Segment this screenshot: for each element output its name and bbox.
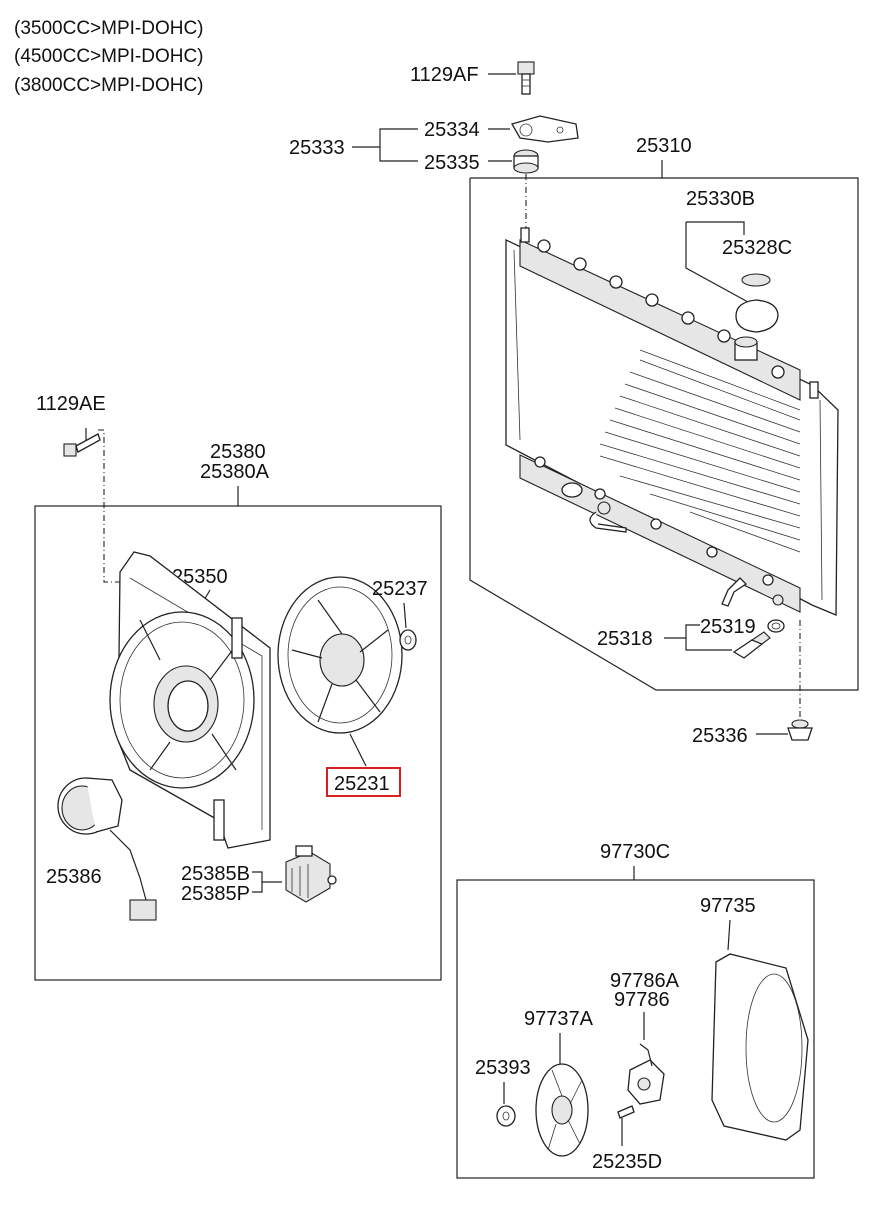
label-25330B[interactable]: 25330B	[686, 188, 755, 210]
aux-fan-group-frame	[456, 879, 815, 1179]
screw-25235D	[617, 1105, 635, 1119]
label-97737A[interactable]: 97737A	[524, 1008, 594, 1030]
bolt-1129AF	[517, 61, 535, 95]
label-25380A[interactable]: 25380A	[200, 461, 270, 483]
label-25310[interactable]: 25310	[636, 135, 692, 157]
radiator-25310	[505, 227, 839, 616]
radiator-group-frame	[469, 177, 859, 691]
aux-shroud-97735	[711, 953, 809, 1141]
label-25385B[interactable]: 25385B	[181, 863, 250, 885]
label-97735[interactable]: 97735	[700, 895, 756, 917]
seal-25328C	[741, 273, 771, 287]
engine-note-2: (4500CC>MPI-DOHC)	[14, 46, 204, 67]
label-25328C[interactable]: 25328C	[722, 237, 792, 259]
highlight-box-25231	[326, 767, 401, 797]
label-25380[interactable]: 25380	[210, 441, 266, 463]
label-97786A[interactable]: 97786A	[610, 970, 680, 992]
grommet-25335	[513, 149, 539, 174]
label-25336[interactable]: 25336	[692, 725, 748, 747]
bracket-25334	[511, 115, 579, 143]
label-25319[interactable]: 25319	[700, 616, 756, 638]
fan-assembly-frame	[34, 505, 442, 981]
aux-motor-97786	[627, 1043, 665, 1105]
label-25235D[interactable]: 25235D	[592, 1151, 662, 1173]
label-97786[interactable]: 97786	[614, 989, 670, 1011]
radiator-cap-25330B	[735, 299, 779, 333]
label-25350[interactable]: 25350	[172, 566, 228, 588]
label-25333[interactable]: 25333	[289, 137, 345, 159]
label-25318[interactable]: 25318	[597, 628, 653, 650]
label-25335[interactable]: 25335	[424, 152, 480, 174]
resistor-25385	[285, 845, 337, 903]
drain-plug-25318	[732, 631, 771, 659]
label-25334[interactable]: 25334	[424, 119, 480, 141]
label-25393[interactable]: 25393	[475, 1057, 531, 1079]
label-25386[interactable]: 25386	[46, 866, 102, 888]
label-1129AE[interactable]: 1129AE	[36, 393, 106, 415]
engine-note-1: (3500CC>MPI-DOHC)	[14, 18, 204, 39]
label-97730C[interactable]: 97730C	[600, 841, 670, 863]
label-25237[interactable]: 25237	[372, 578, 428, 600]
engine-note-3: (3800CC>MPI-DOHC)	[14, 75, 204, 96]
fan-motor-25386	[57, 777, 157, 921]
insulator-25336	[787, 719, 813, 741]
nut-25393	[496, 1105, 516, 1127]
cooling-fan-25231	[277, 576, 403, 734]
fan-shroud-25350	[109, 551, 271, 849]
label-25385P[interactable]: 25385P	[181, 883, 250, 905]
label-25231[interactable]: 25231	[334, 773, 390, 795]
bolt-1129AE	[63, 433, 101, 457]
aux-fan-97737A	[535, 1063, 589, 1157]
drain-washer-25319	[767, 619, 785, 633]
label-1129AF[interactable]: 1129AF	[410, 64, 479, 86]
nut-25237	[399, 629, 417, 651]
